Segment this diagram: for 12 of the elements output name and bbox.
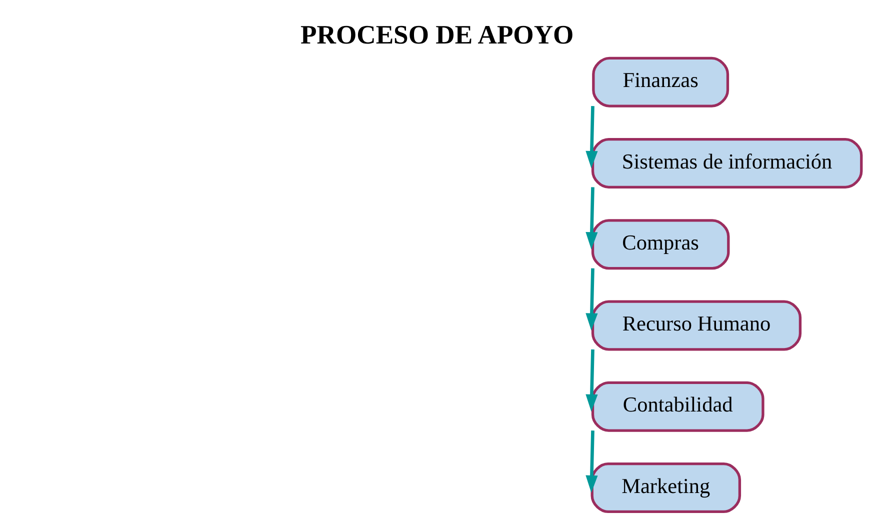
arrow [586, 106, 598, 168]
node-box: Compras [591, 218, 730, 270]
node-box: Marketing [590, 462, 742, 512]
node-box: Recurso Humano [591, 300, 802, 350]
diagram-title: PROCESO DE APOYO [300, 19, 574, 50]
node-box: Finanzas [592, 56, 730, 107]
arrow [586, 348, 598, 412]
arrow [586, 186, 598, 249]
arrow [586, 268, 598, 330]
node-box: Sistemas de información [591, 138, 863, 188]
node-box: Contabilidad [591, 380, 764, 432]
arrow [586, 430, 598, 492]
